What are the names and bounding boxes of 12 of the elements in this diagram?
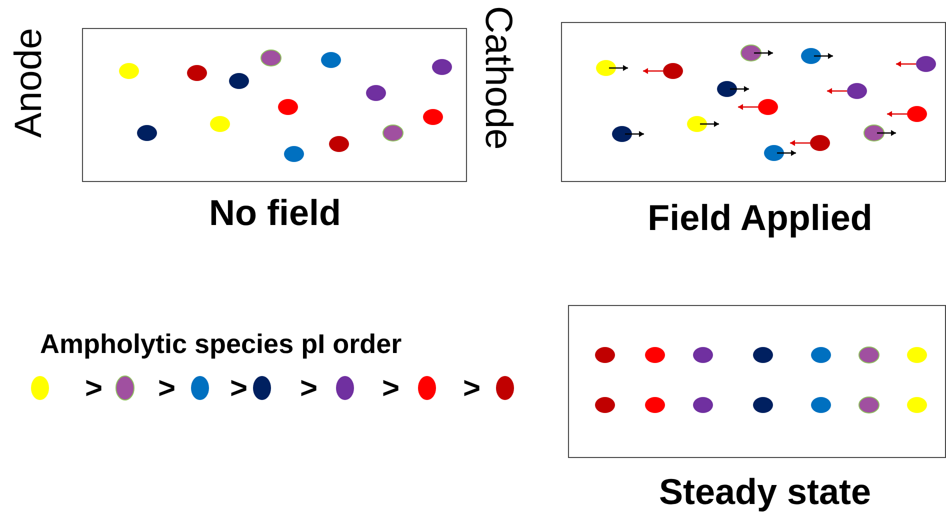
electrode-label: Cathode (476, 6, 519, 150)
order-sign: > (230, 372, 248, 406)
order-sign: > (158, 372, 176, 406)
order-sign: > (463, 372, 481, 406)
panel-title: Steady state (658, 471, 872, 513)
electrode-label: Anode (8, 28, 51, 138)
order-sign: > (85, 372, 103, 406)
order-sign: > (300, 372, 318, 406)
legend-title: Ampholytic species pI order (40, 329, 402, 360)
order-sign: > (382, 372, 400, 406)
panel-title: No field (209, 192, 341, 234)
panel-title: Field Applied (648, 197, 872, 239)
